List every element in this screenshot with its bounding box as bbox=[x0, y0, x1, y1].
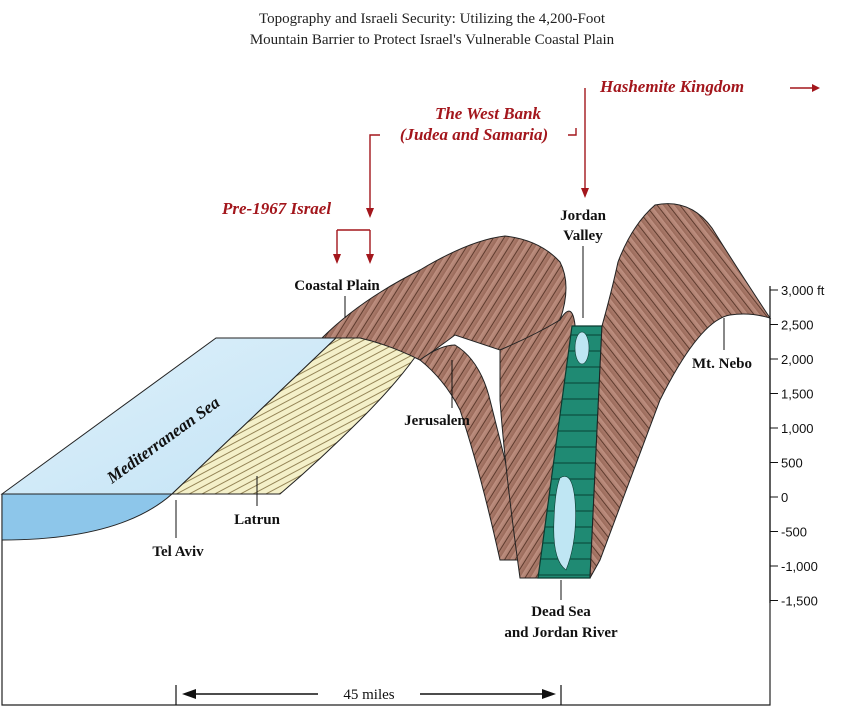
hashemite-arrowhead-down bbox=[581, 188, 589, 198]
title-line-1: Topography and Israeli Security: Utilizi… bbox=[259, 11, 606, 27]
hashemite-kingdom-label: Hashemite Kingdom bbox=[599, 77, 744, 96]
dead-sea-water bbox=[553, 476, 576, 571]
distance-arrowhead-left bbox=[182, 689, 196, 699]
west-bank-label: The West Bank bbox=[435, 104, 542, 123]
pre-1967-arrowhead-left bbox=[333, 254, 341, 264]
pre-1967-israel-label: Pre-1967 Israel bbox=[221, 199, 331, 218]
title-line-2: Mountain Barrier to Protect Israel's Vul… bbox=[250, 32, 615, 48]
sea-depth-face bbox=[1, 493, 174, 541]
mt-nebo-label: Mt. Nebo bbox=[692, 356, 752, 372]
elevation-tick-label: 500 bbox=[781, 456, 803, 471]
elevation-tick-label: -1,000 bbox=[781, 559, 818, 574]
sea-of-galilee-water bbox=[574, 331, 590, 365]
elevation-tick-label: 2,000 bbox=[781, 352, 814, 367]
hashemite-arrowhead-east bbox=[812, 84, 820, 92]
tel-aviv-label: Tel Aviv bbox=[152, 544, 204, 560]
eastern-plateau bbox=[589, 203, 772, 579]
elevation-tick-label: -500 bbox=[781, 525, 807, 540]
latrun-label: Latrun bbox=[234, 512, 281, 528]
distance-arrowhead-right bbox=[542, 689, 556, 699]
dead-sea-label-1: Dead Sea bbox=[531, 604, 591, 620]
pre-1967-arrowhead-right bbox=[366, 254, 374, 264]
elevation-tick-label: 0 bbox=[781, 490, 788, 505]
elevation-tick-label: -1,500 bbox=[781, 594, 818, 609]
jordan-valley-label-2: Valley bbox=[563, 228, 603, 244]
jerusalem-label: Jerusalem bbox=[404, 413, 470, 429]
elevation-tick-label: 1,000 bbox=[781, 421, 814, 436]
west-bank-arrowhead-left bbox=[366, 208, 374, 218]
elevation-axis: 3,000 ft 2,500 2,000 1,500 1,000 500 0 -500 -1,0… bbox=[769, 283, 825, 609]
elevation-tick-label: 1,500 bbox=[781, 387, 814, 402]
elevation-tick-label: 2,500 bbox=[781, 318, 814, 333]
jordan-valley-label-1: Jordan bbox=[560, 208, 607, 224]
pre-1967-bracket bbox=[336, 229, 371, 256]
rift-west-wall bbox=[499, 310, 576, 579]
elevation-tick-label: 3,000 ft bbox=[781, 283, 825, 298]
west-bank-bracket-right bbox=[568, 128, 577, 136]
distance-label: 45 miles bbox=[343, 687, 394, 703]
coastal-plain-label: Coastal Plain bbox=[294, 278, 380, 294]
west-bank-bracket-left bbox=[369, 134, 380, 210]
dead-sea-label-2: and Jordan River bbox=[504, 625, 618, 641]
west-bank-sublabel: (Judea and Samaria) bbox=[400, 125, 548, 144]
